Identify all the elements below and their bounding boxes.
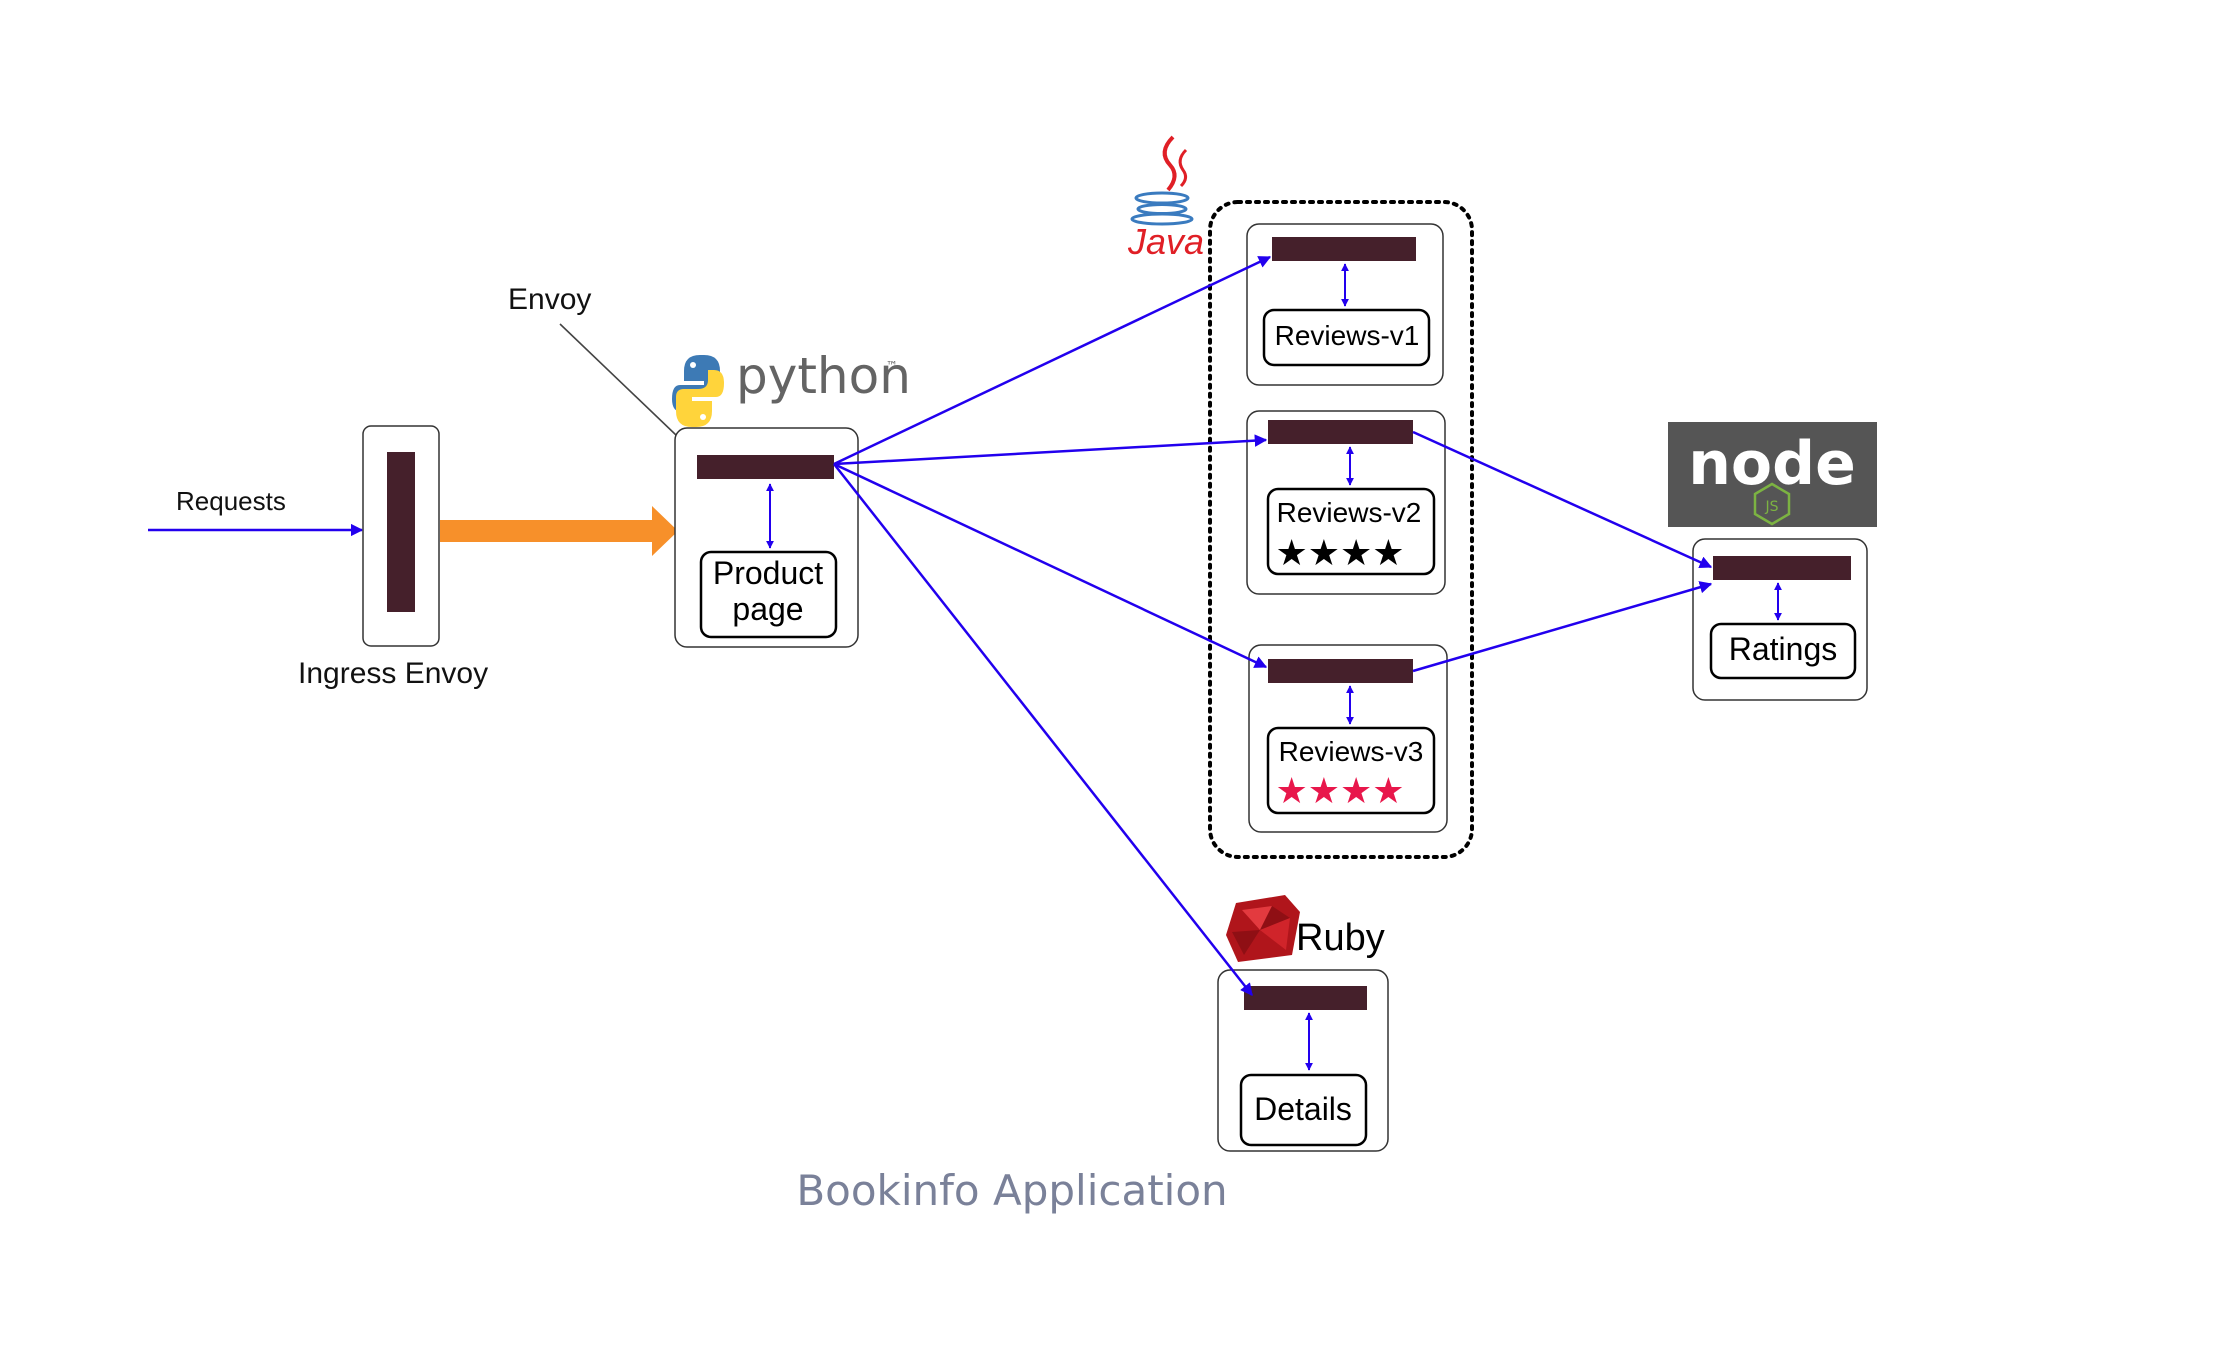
details-pod: Details: [1217, 969, 1389, 1152]
reviews-v1-service-label: Reviews-v1: [1275, 320, 1420, 351]
reviews-v3-stars: ★★★★: [1275, 771, 1404, 812]
reviews-v3-service-box: [1266, 726, 1436, 815]
ruby-gem-icon: [1226, 895, 1300, 962]
ratings-pod: Ratings: [1692, 538, 1868, 701]
reviews-v2-service-label: Reviews-v2: [1277, 497, 1422, 528]
reviews-v1-sidecar: [1272, 237, 1416, 261]
reviews-v1-pod: Reviews-v1: [1246, 223, 1444, 386]
ingress-envoy: [362, 425, 440, 647]
python-wordmark: python: [736, 347, 911, 405]
node-logo-background: [1668, 422, 1877, 527]
node-js-label: JS: [1764, 499, 1778, 515]
java-wordmark: Java: [1127, 221, 1204, 262]
python-trademark: ™: [886, 359, 898, 373]
node-logo: node JS: [1668, 422, 1877, 527]
details-service-box: [1239, 1073, 1368, 1147]
reviews-v3-service-label: Reviews-v3: [1279, 736, 1424, 767]
productpage-to-reviews-v1-arrow: [833, 255, 1272, 466]
productpage-to-details-arrow: [833, 463, 1253, 996]
ingress-envoy-label: Ingress Envoy: [298, 657, 488, 690]
reviews-v2-service-box: [1266, 487, 1436, 576]
envoy-label: Envoy: [508, 283, 591, 316]
service-connections: [833, 255, 1713, 996]
details-service-label: Details: [1254, 1091, 1352, 1127]
productpage-service-box: [699, 550, 838, 639]
ingress-envoy-sidecar: [387, 452, 415, 612]
productpage-service-label-line2: page: [732, 591, 803, 627]
java-logo: Java: [1127, 135, 1204, 262]
reviews-v1-service-box: [1262, 308, 1431, 367]
python-snake-icon: [672, 355, 724, 427]
productpage-service-label-line1: Product: [713, 555, 823, 591]
node-wordmark: node: [1688, 429, 1856, 499]
diagram-caption: Bookinfo Application: [796, 1166, 1227, 1215]
reviews-v2-stars: ★★★★: [1275, 533, 1404, 574]
ratings-service-label: Ratings: [1729, 631, 1838, 667]
node-js-hexagon-icon: JS: [1753, 482, 1791, 526]
reviews-v3-sidecar: [1268, 659, 1413, 683]
reviews-v2-to-ratings-arrow: [1412, 430, 1713, 569]
productpage-pod: Product page: [674, 427, 859, 648]
reviews-v3-to-ratings-arrow: [1412, 581, 1713, 673]
java-cup-icon: [1130, 135, 1194, 226]
reviews-v2-sidecar: [1268, 420, 1413, 444]
requests-label: Requests: [176, 486, 286, 516]
productpage-to-reviews-v2-arrow: [833, 434, 1268, 466]
ratings-sidecar: [1713, 556, 1851, 580]
ruby-wordmark: Ruby: [1296, 917, 1385, 959]
ruby-logo: Ruby: [1226, 895, 1385, 962]
reviews-group-boundary: [1208, 200, 1474, 859]
productpage-to-reviews-v3-arrow: [833, 462, 1268, 669]
details-sidecar: [1244, 986, 1367, 1010]
ratings-service-box: [1709, 622, 1857, 680]
ingress-to-productpage-arrow: [440, 506, 678, 556]
python-logo: python ™: [672, 347, 911, 427]
reviews-v2-pod: Reviews-v2 ★★★★: [1246, 410, 1446, 595]
reviews-v3-pod: Reviews-v3 ★★★★: [1248, 644, 1448, 833]
productpage-sidecar: [697, 455, 834, 479]
